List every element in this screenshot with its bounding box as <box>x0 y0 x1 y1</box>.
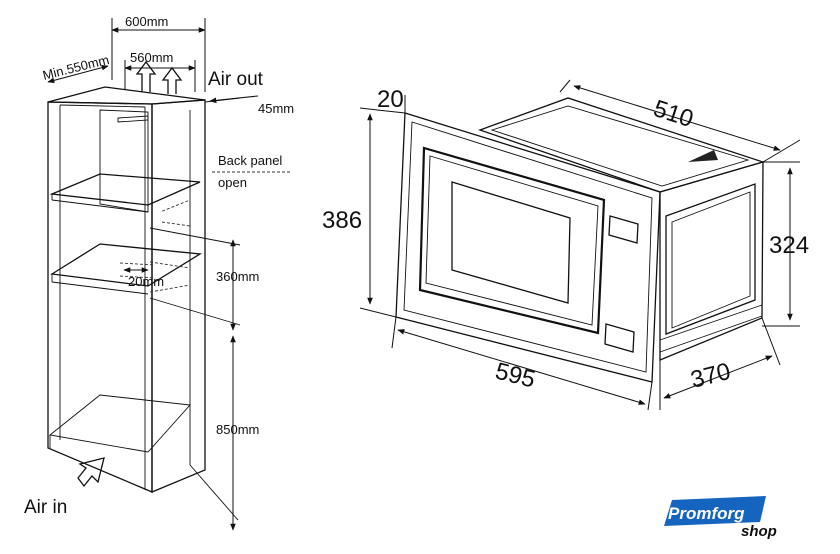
label-gap: 20mm <box>128 274 164 289</box>
label-base-height: 850mm <box>216 422 259 437</box>
label-niche-height: 360mm <box>216 269 259 284</box>
label-cabinet-width: 600mm <box>125 14 168 29</box>
air-out-arrows <box>135 60 183 94</box>
label-inner-width: 560mm <box>130 50 173 65</box>
promforg-logo: Promforg shop <box>664 496 777 540</box>
label-body-height: 324 <box>769 232 809 259</box>
cabinet-drawing <box>47 18 259 531</box>
air-in-arrow <box>77 457 105 488</box>
microwave-drawing <box>359 79 801 411</box>
label-top-gap: 45mm <box>258 101 294 116</box>
label-cabinet-depth: Min.550mm <box>41 52 111 83</box>
label-body-width: 370 <box>688 358 733 394</box>
label-back-panel: Back panel <box>218 153 282 168</box>
label-air-in: Air in <box>24 497 67 518</box>
logo-suffix: shop <box>741 523 777 540</box>
logo-brand: Promforg <box>668 504 745 523</box>
label-front-height: 386 <box>322 207 362 234</box>
label-front-width: 595 <box>493 358 538 394</box>
label-back-panel-open: open <box>218 175 247 190</box>
label-panel-thickness: 20 <box>377 86 404 113</box>
label-air-out: Air out <box>208 69 264 90</box>
